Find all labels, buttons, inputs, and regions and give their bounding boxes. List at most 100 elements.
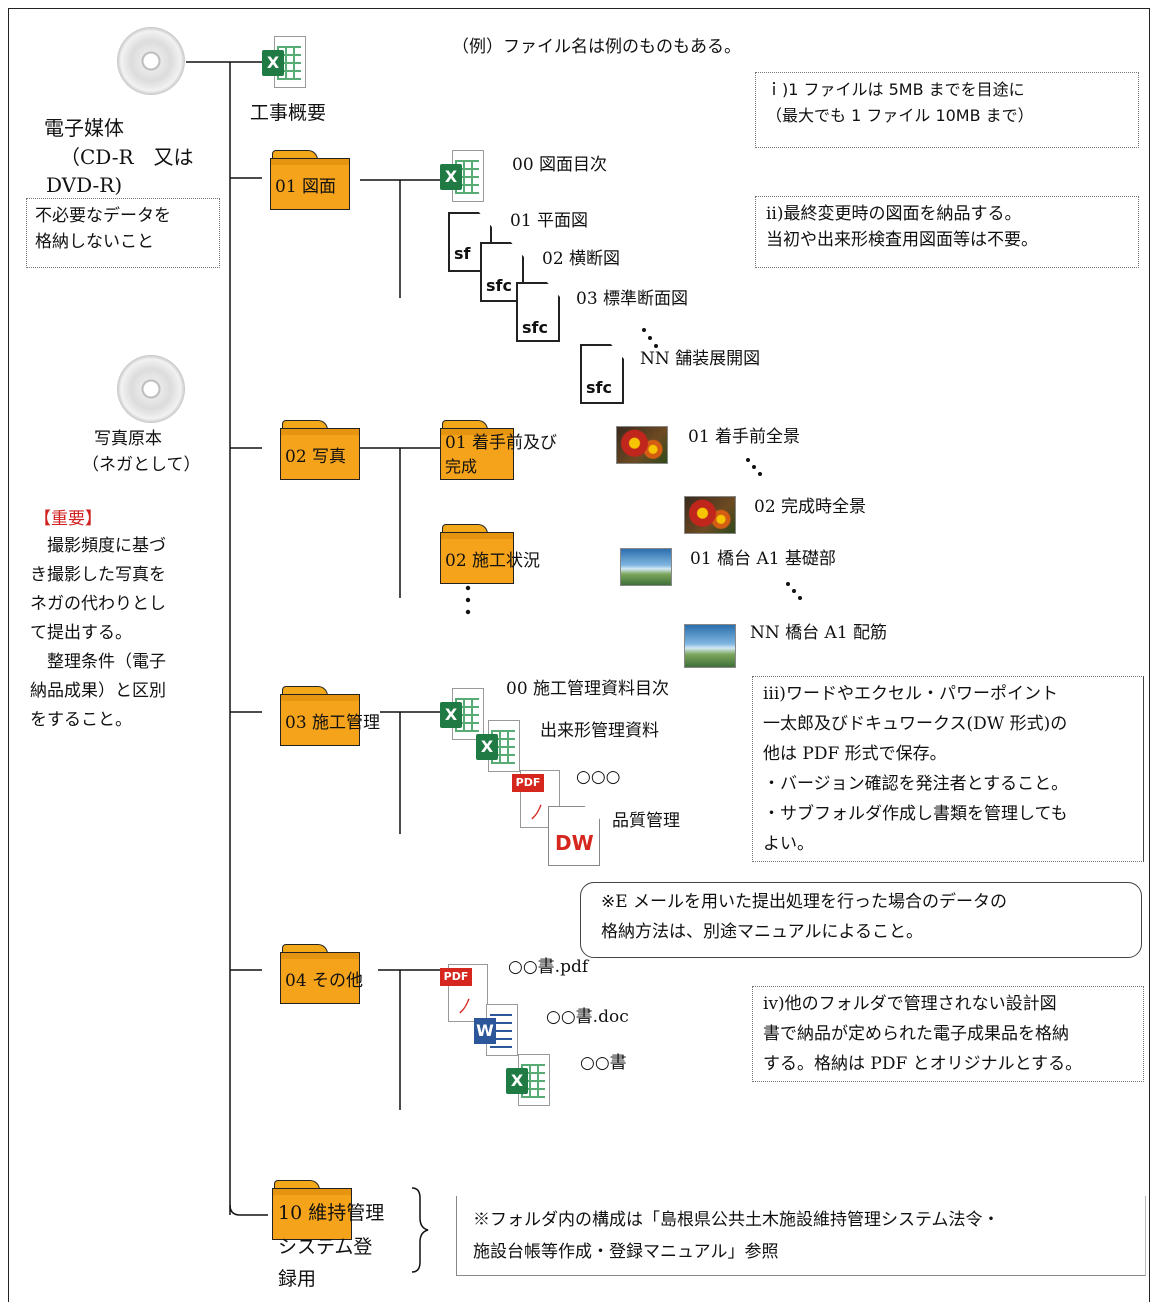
note-iii-line: 一太郎及びドキュワークス(DW 形式)の bbox=[763, 714, 1068, 734]
folder-01-label: 01 図面 bbox=[275, 177, 337, 197]
excel-icon: X bbox=[262, 36, 306, 88]
email-note-box: ※E メールを用いた提出処理を行った場合のデータの 格納方法は、別途マニュアルに… bbox=[580, 882, 1142, 958]
management-1-label: 00 施工管理資料目次 bbox=[506, 679, 670, 699]
drawing-n-label: NN 舗装展開図 bbox=[640, 349, 761, 369]
note-ii-line-1: ⅱ)最終変更時の図面を納品する。 bbox=[766, 204, 1022, 224]
photo-1-label: 01 着手前全景 bbox=[688, 427, 801, 447]
photo-subfolder-1-label-2: 完成 bbox=[445, 457, 478, 476]
note-iii-line: ・バージョン確認を発注者とすること。 bbox=[763, 774, 1069, 794]
important-line: をすること。 bbox=[30, 710, 132, 730]
cd-disc-icon bbox=[118, 28, 184, 94]
folder-10-label-3: 録用 bbox=[278, 1268, 317, 1290]
important-text: 撮影頻度に基づ き撮影した写真を ネガの代わりとし て提出する。 整理条件（電子… bbox=[30, 532, 220, 735]
important-line: 納品成果）と区別 bbox=[30, 681, 166, 701]
media-title: 電子媒体 bbox=[44, 116, 124, 140]
email-note-line-2: 格納方法は、別途マニュアルによること。 bbox=[601, 922, 923, 942]
management-4-label: 品質管理 bbox=[612, 811, 680, 831]
other-2-label: ○○書.doc bbox=[546, 1007, 629, 1027]
photo-thumbnail-flower bbox=[616, 426, 668, 464]
media-subtitle-1: （CD-R 又は bbox=[60, 145, 194, 169]
note-iv-line: 書で納品が定められた電子成果品を格納 bbox=[763, 1024, 1069, 1044]
folder-04-label: 04 その他 bbox=[285, 971, 364, 991]
note-i-line-1: ｉ)1 ファイルは 5MB までを目途に bbox=[766, 80, 1025, 99]
maintenance-note-line-2: 施設台帳等作成・登録マニュアル」参照 bbox=[473, 1242, 779, 1262]
folder-icon bbox=[280, 420, 360, 482]
example-note: （例）ファイル名は例のものもある。 bbox=[452, 37, 741, 57]
important-line: 整理条件（電子 bbox=[30, 652, 166, 672]
important-line: ネガの代わりとし bbox=[30, 594, 166, 614]
word-icon: W bbox=[474, 1004, 520, 1056]
photo-original-subtitle: （ネガとして） bbox=[82, 455, 201, 475]
sfc-file-icon bbox=[516, 282, 560, 342]
photo-thumbnail-landscape bbox=[684, 624, 736, 668]
folder-icon bbox=[440, 524, 514, 586]
note-iii-line: ・サブフォルダ作成し書類を管理しても bbox=[763, 804, 1068, 824]
photo-thumbnail-flower bbox=[684, 496, 736, 534]
excel-icon: X bbox=[440, 150, 484, 202]
folder-icon bbox=[280, 944, 360, 1006]
drawing-3-label: 03 標準断面図 bbox=[576, 289, 689, 309]
note-i-box: ｉ)1 ファイルは 5MB までを目途に （最大でも 1 ファイル 10MB ま… bbox=[755, 72, 1139, 148]
drawing-1-label: 01 平面図 bbox=[510, 211, 589, 231]
management-3-label: ○○○ bbox=[576, 767, 621, 787]
folder-icon bbox=[270, 150, 350, 212]
note-ii-box: ⅱ)最終変更時の図面を納品する。 当初や出来形検査用図面等は不要。 bbox=[755, 196, 1139, 268]
root-file-label: 工事概要 bbox=[250, 102, 327, 124]
folder-10-label-2: システム登 bbox=[278, 1236, 373, 1258]
maintenance-note-box: ※フォルダ内の構成は「島根県公共土木施設維持管理システム法令・ 施設台帳等作成・… bbox=[456, 1196, 1146, 1276]
folder-icon bbox=[280, 686, 360, 748]
sfc-file-text: sfc bbox=[586, 378, 612, 397]
sfc-file-text: sf bbox=[454, 244, 471, 263]
important-label: 【重要】 bbox=[34, 509, 102, 529]
note-iii-box: ⅲ)ワードやエクセル・パワーポイント 一太郎及びドキュワークス(DW 形式)の … bbox=[752, 676, 1144, 862]
docuworks-icon: DW bbox=[548, 806, 600, 866]
excel-icon: X bbox=[506, 1054, 550, 1106]
note-iii-line: ⅲ)ワードやエクセル・パワーポイント bbox=[763, 684, 1058, 704]
media-subtitle-2: DVD-R) bbox=[46, 173, 123, 197]
note-iv-box: ⅳ)他のフォルダで管理されない設計図 書で納品が定められた電子成果品を格納 する… bbox=[752, 986, 1144, 1082]
drawing-index-label: 00 図面目次 bbox=[512, 155, 608, 175]
note-i-line-2: （最大でも 1 ファイル 10MB まで） bbox=[766, 106, 1034, 125]
folder-10-label: 10 維持管理 bbox=[278, 1202, 385, 1224]
important-line: て提出する。 bbox=[30, 623, 132, 643]
folder-icon bbox=[440, 420, 514, 482]
photo-3-label: 01 橋台 A1 基礎部 bbox=[690, 549, 836, 569]
other-1-label: ○○書.pdf bbox=[508, 957, 589, 977]
photo-2-label: 02 完成時全景 bbox=[754, 497, 867, 517]
media-warning-box: 不必要なデータを 格納しないこと bbox=[26, 198, 220, 268]
email-note-line-1: ※E メールを用いた提出処理を行った場合のデータの bbox=[601, 892, 1008, 912]
note-iv-line: する。格納は PDF とオリジナルとする。 bbox=[763, 1054, 1083, 1074]
maintenance-note-line-1: ※フォルダ内の構成は「島根県公共土木施設維持管理システム法令・ bbox=[473, 1210, 1000, 1230]
sfc-file-text: sfc bbox=[486, 276, 512, 295]
photo-subfolder-2-label: 02 施工状況 bbox=[445, 551, 541, 571]
folder-03-label: 03 施工管理 bbox=[285, 713, 381, 733]
important-line: き撮影した写真を bbox=[30, 565, 166, 585]
media-warning-line-1: 不必要なデータを bbox=[35, 206, 171, 226]
folder-02-label: 02 写真 bbox=[285, 447, 347, 467]
important-line: 撮影頻度に基づ bbox=[30, 536, 166, 556]
management-2-label: 出来形管理資料 bbox=[540, 721, 659, 741]
photo-4-label: NN 橋台 A1 配筋 bbox=[750, 623, 888, 643]
other-3-label: ○○書 bbox=[580, 1053, 627, 1073]
drawing-2-label: 02 横断図 bbox=[542, 249, 621, 269]
photo-subfolder-1-label: 01 着手前及び bbox=[445, 433, 558, 453]
folder-icon bbox=[272, 1180, 352, 1242]
diagram-frame bbox=[8, 8, 1150, 1302]
note-iii-line: 他は PDF 形式で保存。 bbox=[763, 744, 947, 764]
sfc-file-icon bbox=[480, 242, 524, 302]
note-iii-line: よい。 bbox=[763, 834, 814, 854]
media-warning-line-2: 格納しないこと bbox=[35, 232, 154, 252]
photo-thumbnail-landscape bbox=[620, 548, 672, 586]
note-iv-line: ⅳ)他のフォルダで管理されない設計図 bbox=[763, 994, 1057, 1014]
cd-disc-icon bbox=[118, 356, 184, 422]
note-ii-line-2: 当初や出来形検査用図面等は不要。 bbox=[766, 230, 1038, 250]
sfc-file-icon bbox=[580, 344, 624, 404]
excel-icon: X bbox=[476, 720, 520, 772]
excel-icon: X bbox=[440, 688, 484, 740]
photo-original-title: 写真原本 bbox=[94, 429, 162, 449]
sfc-file-text: sfc bbox=[522, 318, 548, 337]
